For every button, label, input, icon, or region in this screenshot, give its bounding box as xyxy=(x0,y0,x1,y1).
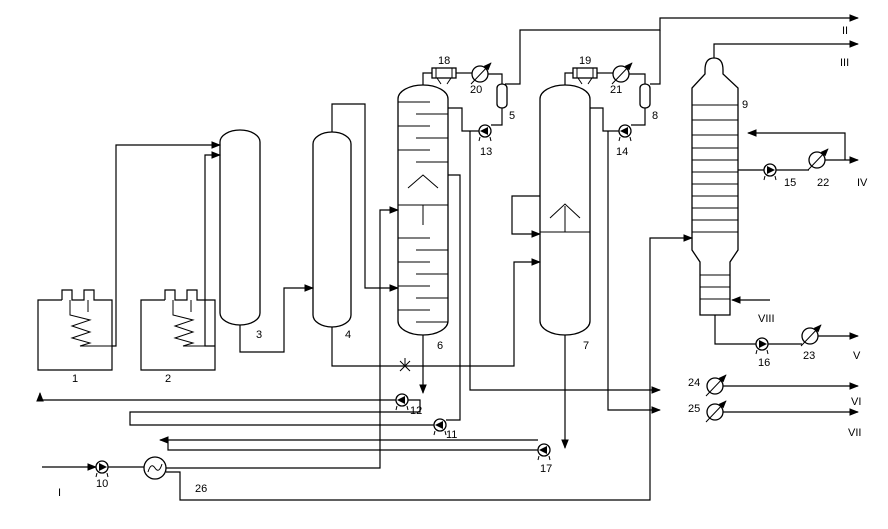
equipment-labels: 1 2 3 4 5 6 7 8 9 10 11 12 13 14 15 16 1… xyxy=(72,55,829,495)
label-4: 4 xyxy=(345,329,351,341)
label-24: 24 xyxy=(688,377,700,389)
label-5: 5 xyxy=(509,110,515,122)
reflux-drum-5 xyxy=(496,83,508,109)
label-22: 22 xyxy=(817,177,829,189)
label-12: 12 xyxy=(410,405,422,417)
label-13: 13 xyxy=(480,146,492,158)
stream-V: V xyxy=(853,350,861,362)
stream-III: III xyxy=(840,57,849,69)
label-16: 16 xyxy=(758,357,770,369)
stream-I: I xyxy=(58,487,61,499)
pump-10 xyxy=(95,460,109,478)
pump-14 xyxy=(618,124,632,142)
furnace-1 xyxy=(37,289,113,371)
pump-11 xyxy=(433,418,447,436)
label-25: 25 xyxy=(688,403,700,415)
label-2: 2 xyxy=(165,373,171,385)
label-9: 9 xyxy=(742,99,748,111)
label-17: 17 xyxy=(540,463,552,475)
label-8: 8 xyxy=(652,110,658,122)
label-10: 10 xyxy=(96,478,108,490)
label-11: 11 xyxy=(446,429,457,441)
label-6: 6 xyxy=(437,340,443,352)
label-26: 26 xyxy=(195,483,207,495)
pump-15 xyxy=(763,163,777,181)
air-cooler-19 xyxy=(572,67,598,85)
pump-17 xyxy=(537,443,551,461)
label-21: 21 xyxy=(610,84,622,96)
column-9 xyxy=(691,57,739,316)
column-3 xyxy=(219,129,261,326)
label-18: 18 xyxy=(438,55,450,67)
column-4 xyxy=(312,131,352,328)
stream-labels: I II III IV V VI VII VIII xyxy=(58,25,868,499)
label-15: 15 xyxy=(784,177,796,189)
label-14: 14 xyxy=(616,146,628,158)
cooler-22 xyxy=(807,148,829,171)
stream-VII: VII xyxy=(848,427,861,439)
cooler-25 xyxy=(705,400,727,423)
label-20: 20 xyxy=(470,84,482,96)
cooler-24 xyxy=(705,374,727,397)
label-3: 3 xyxy=(256,329,262,341)
stream-VIII: VIII xyxy=(758,313,775,325)
label-23: 23 xyxy=(803,350,815,362)
furnace-2 xyxy=(140,289,216,371)
column-7 xyxy=(539,84,591,336)
pump-12 xyxy=(395,393,409,411)
stream-IV: IV xyxy=(857,177,868,189)
air-cooler-18 xyxy=(431,67,457,85)
label-7: 7 xyxy=(583,340,589,352)
stream-II: II xyxy=(842,25,848,37)
pump-13 xyxy=(478,124,492,142)
reflux-drum-8 xyxy=(639,83,651,109)
label-1: 1 xyxy=(72,373,78,385)
heat-exchanger-26 xyxy=(143,456,167,480)
column-6 xyxy=(397,84,449,336)
stream-VI: VI xyxy=(851,396,861,408)
piping xyxy=(36,14,859,501)
label-19: 19 xyxy=(579,55,591,67)
pump-16 xyxy=(755,337,769,355)
